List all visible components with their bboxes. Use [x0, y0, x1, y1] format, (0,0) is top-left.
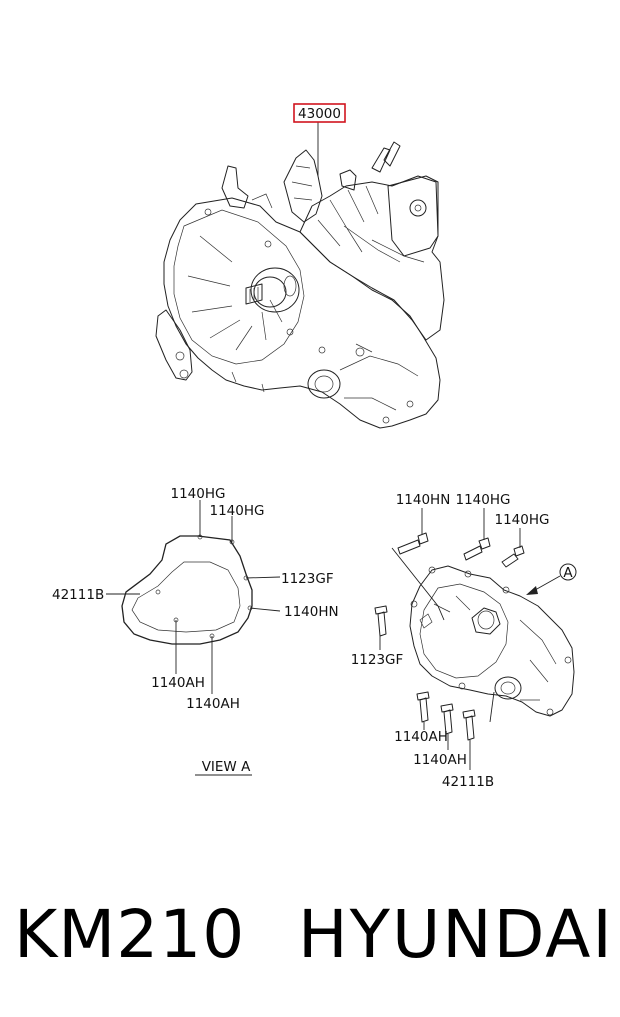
label-right-hn[interactable]: 1140HN — [396, 492, 451, 508]
view-arrow-marker-circle — [559, 563, 577, 581]
label-right-ah-a[interactable]: 1140AH — [394, 729, 448, 745]
label-left-hg-top[interactable]: 1140HG — [171, 486, 226, 502]
main-part-number[interactable]: 43000 — [298, 106, 341, 122]
leader-left-gf — [245, 576, 281, 579]
label-right-hg-b[interactable]: 1140HG — [495, 512, 550, 528]
transaxle-assembly-illustration — [155, 141, 445, 429]
label-left-ah-a[interactable]: 1140AH — [151, 675, 205, 691]
label-left-ah-b[interactable]: 1140AH — [186, 696, 240, 712]
main-part-highlight-box — [293, 103, 346, 123]
label-left-gasket[interactable]: 42111B — [52, 587, 104, 603]
bolt-illustrations — [374, 532, 525, 741]
clutch-housing-illustration — [409, 565, 575, 717]
leader-left-hn — [249, 607, 281, 612]
footer-model-code: KM210 — [14, 896, 246, 973]
label-right-hg-a[interactable]: 1140HG — [456, 492, 511, 508]
view-arrow-marker-letter[interactable]: A — [563, 565, 573, 581]
view-a-caption: VIEW A — [202, 759, 251, 775]
leader-right-bolt-to-housing — [391, 547, 445, 621]
label-right-ah-b[interactable]: 1140AH — [413, 752, 467, 768]
leader-right-housing-bolt — [489, 691, 495, 723]
view-arrow-head-icon — [526, 586, 538, 595]
gasket-illustration — [121, 534, 253, 645]
label-right-gasket[interactable]: 42111B — [442, 774, 494, 790]
label-left-hg-right[interactable]: 1140HG — [210, 503, 265, 519]
footer-brand-name: HYUNDAI — [298, 896, 614, 973]
label-right-gf[interactable]: 1123GF — [351, 652, 404, 668]
label-left-hn[interactable]: 1140HN — [284, 604, 339, 620]
label-left-gf[interactable]: 1123GF — [281, 571, 334, 587]
